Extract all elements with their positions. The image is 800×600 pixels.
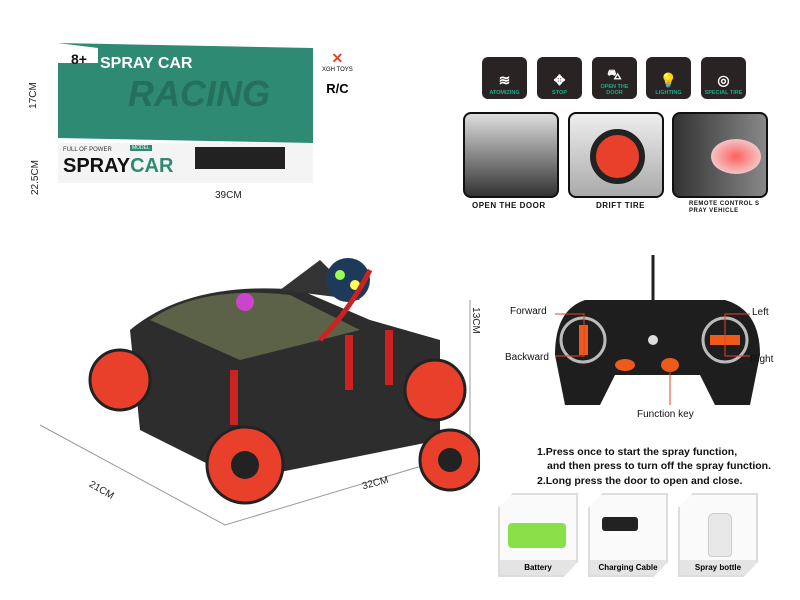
car-height-label: 13CM <box>469 307 481 334</box>
box-model-tag: MODEL <box>130 145 152 151</box>
feature-label: OPEN THE DOOR <box>600 84 629 96</box>
photo-drift-tire <box>568 112 664 198</box>
box-depth-label: 22.5CM <box>30 159 42 196</box>
feature-label: ATOMIZING <box>489 90 520 96</box>
box-logo: ✕ XGH TOYS R/C <box>322 50 353 96</box>
product-box: 8+ AGES SPRAY CAR RACING FULL OF POWER M… <box>58 43 313 183</box>
accessory-charging-cable: Charging Cable <box>588 493 668 577</box>
box-title-right: CAR <box>130 155 174 177</box>
car-illustration <box>40 258 480 526</box>
instruction-line: 2.Long press the door to open and close. <box>537 475 743 487</box>
instruction-line: and then press to turn off the spray fun… <box>547 460 772 472</box>
battery-image <box>508 523 566 548</box>
function-key-button <box>661 358 679 372</box>
instruction-line: 1.Press once to start the spray function… <box>537 446 738 458</box>
box-background-word: RACING <box>128 73 270 114</box>
bottle-image <box>708 513 732 557</box>
photo-spray-vehicle <box>672 112 768 198</box>
box-feature-strip <box>195 147 285 169</box>
arrows-icon: ✥ <box>553 72 566 88</box>
box-slogan: FULL OF POWER <box>63 147 112 153</box>
accessory-spray-bottle: Spray bottle <box>678 493 758 577</box>
box-title-left: SPRAY <box>63 155 131 177</box>
box-width-label: 39CM <box>215 190 242 201</box>
box-title: SPRAYCAR <box>63 155 173 178</box>
feature-stop: ✥ STOP <box>537 57 582 99</box>
photo-caption: DRIFT TIRE <box>596 201 645 210</box>
feature-label: LIGHTING <box>655 90 682 96</box>
photo-caption: REMOTE CONTROL S PRAY VEHICLE <box>689 201 760 214</box>
rc-badge: R/C <box>326 81 349 96</box>
remote-controller <box>555 255 760 405</box>
cable-image <box>602 517 638 531</box>
feature-atomizing: ≋ ATOMIZING <box>482 57 527 99</box>
right-label: Right <box>750 354 774 365</box>
feature-open-door: ⛍ OPEN THE DOOR <box>592 57 637 99</box>
feature-lighting: 💡 LIGHTING <box>646 57 691 99</box>
left-label: Left <box>752 307 769 318</box>
tire-icon: ◎ <box>717 72 730 88</box>
bulb-icon: 💡 <box>659 72 678 88</box>
feature-label: STOP <box>552 90 567 96</box>
car-door-icon: ⛍ <box>607 66 622 82</box>
function-key-label: Function key <box>637 409 694 420</box>
logo-mark: ✕ <box>331 50 344 66</box>
age-number: 8+ <box>71 51 87 67</box>
accessory-battery: Battery <box>498 493 578 577</box>
backward-label: Backward <box>505 352 549 363</box>
logo-text: XGH TOYS <box>322 67 353 73</box>
box-brand-top: SPRAY CAR <box>100 55 193 72</box>
age-badge: 8+ AGES <box>64 51 94 74</box>
accessory-label: Battery <box>500 560 576 575</box>
forward-label: Forward <box>510 306 547 317</box>
age-label: AGES <box>69 67 89 74</box>
box-height-label: 17CM <box>27 82 39 109</box>
accessory-label: Spray bottle <box>680 560 756 575</box>
accessory-label: Charging Cable <box>590 560 666 575</box>
photo-open-door <box>463 112 559 198</box>
photo-caption: OPEN THE DOOR <box>472 201 546 210</box>
feature-special-tire: ◎ SPECIAL TIRE <box>701 57 746 99</box>
feature-label: SPECIAL TIRE <box>704 90 743 96</box>
spray-icon: ≋ <box>498 72 511 88</box>
